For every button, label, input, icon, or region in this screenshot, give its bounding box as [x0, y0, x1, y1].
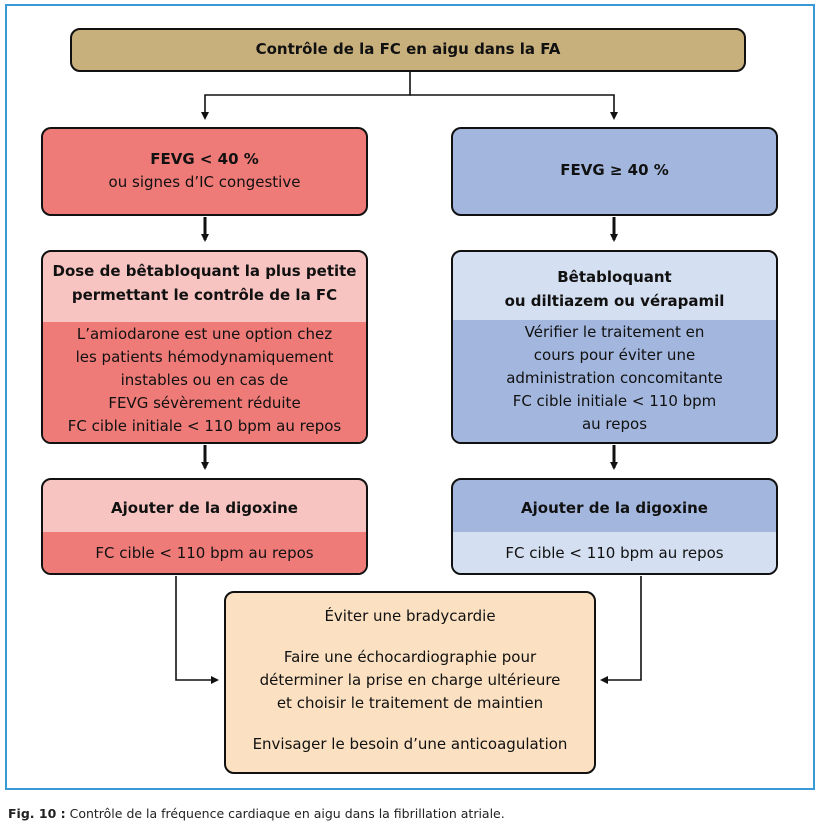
left-header-sub: ou signes d’IC congestive	[108, 173, 301, 191]
left-step1-line: instables ou en cas de	[120, 371, 289, 389]
right-step2-box: Ajouter de la digoxine FC cible < 110 bp…	[451, 478, 778, 575]
arrow-title-right	[410, 94, 618, 120]
right-step1-line: cours pour éviter une	[533, 346, 696, 364]
final-line-3: Envisager le besoin d’une anticoagulatio…	[252, 735, 568, 753]
arrow-right-final	[600, 576, 642, 684]
final-line-2c: et choisir le traitement de maintien	[276, 694, 544, 712]
left-step2-title: Ajouter de la digoxine	[111, 499, 298, 517]
left-step1-line: FEVG sévèrement réduite	[108, 394, 301, 412]
right-step2-title: Ajouter de la digoxine	[521, 499, 708, 517]
left-step1-box: Dose de bêtabloquant la plus petite perm…	[41, 250, 368, 444]
caption-text: Contrôle de la fréquence cardiaque en ai…	[65, 806, 505, 821]
title-text: Contrôle de la FC en aigu dans la FA	[255, 40, 561, 58]
left-step1-title-1: Dose de bêtabloquant la plus petite	[52, 262, 357, 280]
right-step1-line: FC cible initiale < 110 bpm	[512, 392, 717, 410]
figure-caption: Fig. 10 : Contrôle de la fréquence cardi…	[8, 806, 505, 821]
caption-label: Fig. 10 :	[8, 806, 66, 821]
right-step1-line: administration concomitante	[506, 369, 723, 387]
figure-frame	[5, 4, 815, 790]
right-step1-line: Vérifier le traitement en	[524, 323, 705, 341]
final-line-2a: Faire une échocardiographie pour	[283, 648, 537, 666]
left-step1-line: FC cible initiale < 110 bpm au repos	[67, 417, 342, 435]
right-header-bold: FEVG ≥ 40 %	[560, 161, 669, 179]
right-step1-box: Bêtabloquant ou diltiazem ou vérapamil V…	[451, 250, 778, 444]
left-header-bold: FEVG < 40 %	[150, 150, 259, 168]
left-header-box: FEVG < 40 % ou signes d’IC congestive	[41, 127, 368, 216]
final-box: Éviter une bradycardie Faire une échocar…	[224, 591, 596, 774]
right-step1-line: au repos	[581, 415, 648, 433]
left-step2-box: Ajouter de la digoxine FC cible < 110 bp…	[41, 478, 368, 575]
left-step2-body: FC cible < 110 bpm au repos	[43, 532, 366, 573]
right-header-box: FEVG ≥ 40 %	[451, 127, 778, 216]
right-step1-title-1: Bêtabloquant	[557, 268, 672, 286]
arrow-title-left	[201, 72, 411, 120]
left-step1-line: les patients hémodynamiquement	[75, 348, 334, 366]
arrow-left-final	[175, 576, 219, 684]
left-step1-title-2: permettant le contrôle de la FC	[71, 286, 338, 304]
left-step1-body: L’amiodarone est une option chez les pat…	[43, 322, 366, 442]
final-line-1: Éviter une bradycardie	[324, 607, 496, 625]
title-box: Contrôle de la FC en aigu dans la FA	[70, 28, 746, 72]
final-line-2b: déterminer la prise en charge ultérieure	[259, 671, 561, 689]
right-step2-body: FC cible < 110 bpm au repos	[453, 532, 776, 573]
left-step1-line: L’amiodarone est une option chez	[76, 325, 333, 343]
right-step1-title-2: ou diltiazem ou vérapamil	[504, 292, 725, 310]
right-step1-body: Vérifier le traitement en cours pour évi…	[453, 320, 776, 442]
